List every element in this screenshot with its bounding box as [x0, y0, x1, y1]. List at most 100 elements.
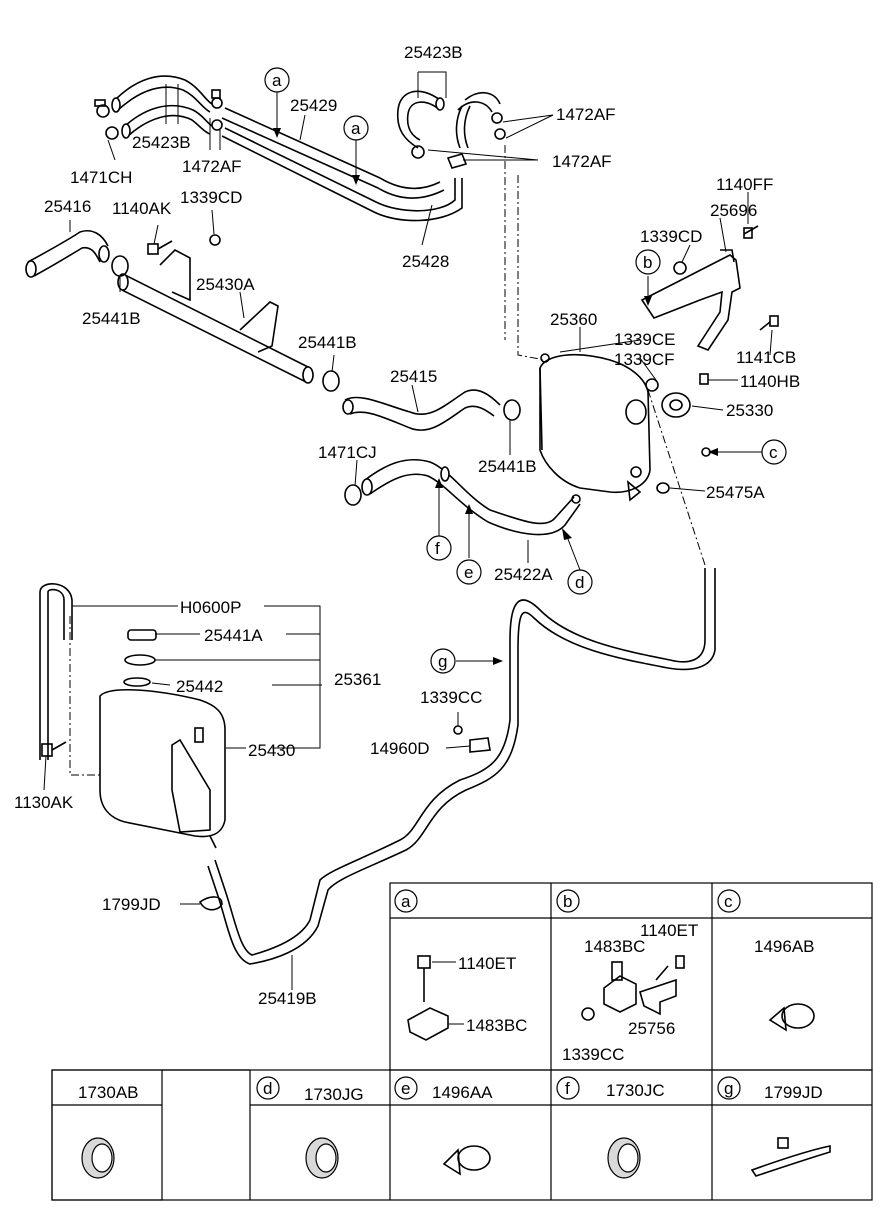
pipe-25430A: [117, 249, 314, 384]
hose-25415: [342, 389, 501, 431]
label-25430: 25430: [248, 741, 295, 760]
detail-cell-f: f 1730JC: [556, 1076, 665, 1179]
hose-25416: [25, 230, 110, 278]
label-25423B-left: 25423B: [132, 133, 191, 152]
detail-d-part: 1730JG: [304, 1085, 364, 1104]
callout-b: b: [643, 253, 652, 272]
label-1339CD-2: 1339CD: [640, 227, 702, 246]
detail-e-letter: e: [401, 1079, 410, 1098]
detail-cell-1730AB: 1730AB: [78, 1083, 139, 1179]
label-14960D: 14960D: [370, 739, 430, 758]
detail-a-part-1483BC: 1483BC: [466, 1016, 527, 1035]
label-1141CB: 1141CB: [736, 348, 796, 367]
detail-a-part-1140ET: 1140ET: [458, 954, 516, 973]
detail-cell-c: c 1496AB: [717, 889, 815, 1032]
detail-b-part-25756: 25756: [628, 1019, 675, 1038]
label-1472AF-2: 1472AF: [552, 152, 612, 171]
detail-g-letter: g: [724, 1079, 733, 1098]
bolt-1130AK: [41, 741, 67, 757]
label-1140HB: 1140HB: [740, 372, 800, 391]
label-25430A: 25430A: [196, 275, 255, 294]
label-25361: 25361: [334, 670, 381, 689]
detail-e-part: 1496AA: [432, 1083, 493, 1102]
label-25441A: 25441A: [204, 626, 263, 645]
o-ring-25475A: [656, 482, 670, 494]
callout-c: c: [769, 443, 778, 462]
pipe-25429: [221, 107, 463, 222]
callout-circles: a a b c d e f g: [264, 67, 787, 674]
detail-cell-d: d 1730JG: [256, 1076, 364, 1179]
detail-cell-e: e 1496AA: [394, 1076, 493, 1176]
bracket-25696: [640, 249, 741, 351]
detail-b-part-1339CC: 1339CC: [562, 1045, 624, 1064]
label-25428: 25428: [402, 252, 449, 271]
label-1339CF: 1339CF: [614, 350, 674, 369]
label-25416: 25416: [44, 197, 91, 216]
detail-1730AB-part: 1730AB: [78, 1083, 139, 1102]
label-1140FF: 1140FF: [716, 175, 773, 194]
detail-d-letter: d: [263, 1079, 272, 1098]
detail-b-part-1483BC: 1483BC: [584, 937, 645, 956]
bolts-bracket: [645, 225, 779, 457]
label-1339CD-1: 1339CD: [180, 188, 242, 207]
label-1799JD: 1799JD: [102, 895, 161, 914]
callout-e: e: [464, 563, 473, 582]
detail-a-letter: a: [401, 892, 411, 911]
callout-a-2: a: [351, 119, 361, 138]
hose-25423B-top: [396, 90, 501, 149]
label-1472AF-3: 1472AF: [182, 157, 242, 176]
detail-cell-g: g 1799JD: [717, 1076, 831, 1177]
label-25475A: 25475A: [706, 483, 765, 502]
detail-g-part: 1799JD: [764, 1083, 823, 1102]
label-1471CJ: 1471CJ: [318, 443, 377, 462]
callout-g: g: [438, 652, 447, 671]
detail-table: [51, 882, 873, 1201]
callout-arrows: [273, 92, 762, 665]
callout-a-1: a: [272, 71, 282, 90]
clip-1799JD: [198, 896, 223, 911]
clamps-1472AF-left: [211, 89, 223, 131]
leader-lines: [43, 71, 773, 990]
part-labels: 25423B 1472AF 1472AF 25429 25423B 1472AF…: [14, 43, 800, 1008]
clamps-1471CH: [94, 99, 119, 140]
label-25442: 25442: [176, 677, 223, 696]
label-25360: 25360: [550, 310, 597, 329]
detail-f-letter: f: [565, 1079, 570, 1098]
label-H0600P: H0600P: [180, 598, 241, 617]
callout-d: d: [575, 573, 584, 592]
detail-b-part-1140ET: 1140ET: [640, 921, 698, 940]
overflow-tank-25430: [39, 583, 226, 849]
label-25419B: 25419B: [258, 989, 317, 1008]
detail-b-letter: b: [563, 892, 572, 911]
clamps-1472AF-right: [411, 112, 506, 169]
label-25696: 25696: [710, 201, 757, 220]
label-1471CH: 1471CH: [70, 168, 132, 187]
clip-1339CC-14960D: [453, 725, 491, 753]
label-1472AF-1: 1472AF: [556, 105, 616, 124]
label-25429: 25429: [290, 96, 337, 115]
detail-c-letter: c: [724, 892, 733, 911]
callout-f: f: [435, 539, 440, 558]
label-1339CE: 1339CE: [614, 330, 675, 349]
hose-25423B-left: [111, 75, 213, 139]
cap-25330: [661, 392, 691, 418]
detail-f-part: 1730JC: [606, 1081, 665, 1100]
detail-cell-b: b 1483BC 1140ET 25756 1339CC: [556, 889, 698, 1064]
label-25422A: 25422A: [494, 565, 553, 584]
label-25415: 25415: [390, 367, 437, 386]
reservoir-25360: [539, 353, 651, 502]
label-1339CC: 1339CC: [420, 688, 482, 707]
label-25441B-1: 25441B: [82, 309, 141, 328]
label-25441B-3: 25441B: [478, 457, 537, 476]
label-1130AK: 1130AK: [14, 793, 74, 812]
hose-25422A: [361, 458, 581, 536]
label-25330: 25330: [726, 401, 773, 420]
hose-25419B: [207, 568, 716, 965]
label-1140AK: 1140AK: [112, 199, 172, 218]
detail-c-part-1496AB: 1496AB: [754, 937, 815, 956]
bolt-1140AK: [147, 234, 221, 255]
assembly-lines: [69, 145, 706, 776]
label-25441B-2: 25441B: [298, 333, 357, 352]
detail-cell-a: a 1140ET 1483BC: [394, 889, 527, 1041]
